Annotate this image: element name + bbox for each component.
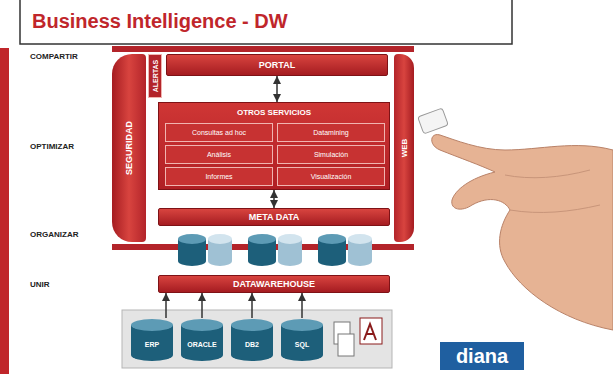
service-cell: Consultas ad hoc [165,123,273,142]
datamart-cylinders [178,234,372,266]
service-cell: Análisis [165,145,273,164]
layer-label: ORGANIZAR [30,230,78,239]
node-text: SQL [295,341,309,348]
service-cell: Simulación [277,145,385,164]
node-text: Datamining [313,129,348,136]
services-panel: OTROS SERVICIOSConsultas ad hocDataminin… [158,102,390,190]
source-database: DB2 [230,318,274,362]
security-band: SEGURIDAD [112,54,146,242]
source-database: SQL [280,318,324,362]
node-text: ORACLE [187,341,217,348]
layer-label: OPTIMIZAR [30,142,74,151]
node-text: Visualización [311,173,352,180]
document-icons [334,318,382,356]
web-band: WEB [394,54,414,242]
node-text: Consultas ad hoc [192,129,246,136]
node-text: Análisis [207,151,231,158]
node-text: DB2 [245,341,259,348]
flow-arrow [201,293,203,318]
flow-arrow [165,293,167,318]
layer-label: UNIR [30,280,50,289]
hand [418,108,613,330]
node-text: DATAWAREHOUSE [233,279,315,289]
node-text: ALERTAS [152,60,159,93]
node-text: META DATA [249,212,300,222]
side-stripe [0,48,9,374]
flow-arrow [301,293,303,318]
alert-band: ALERTAS [148,54,162,98]
frame-top [112,46,414,52]
datawarehouse-bar: DATAWAREHOUSE [158,275,390,293]
flow-arrow [251,293,253,318]
node-text: SEGURIDAD [124,121,134,175]
node-text: Simulación [314,151,348,158]
node-text: Informes [205,173,232,180]
metadata-bar: META DATA [158,208,390,226]
sources-panel [122,310,392,368]
title-frame [20,0,512,44]
service-cell: Informes [165,167,273,186]
source-database: ERP [130,318,174,362]
node-text: ERP [145,341,159,348]
layer-label: COMPARTIR [30,52,78,61]
flow-arrow [273,190,275,208]
service-cell: Visualización [277,167,385,186]
portal-bar: PORTAL [166,54,388,76]
diagram-title: Business Intelligence - DW [32,10,288,33]
service-cell: Datamining [277,123,385,142]
flow-arrow [276,76,278,102]
node-text: PORTAL [259,60,295,70]
source-database: ORACLE [180,318,224,362]
node-text: WEB [400,139,409,158]
brand-logo: diana [440,342,524,370]
